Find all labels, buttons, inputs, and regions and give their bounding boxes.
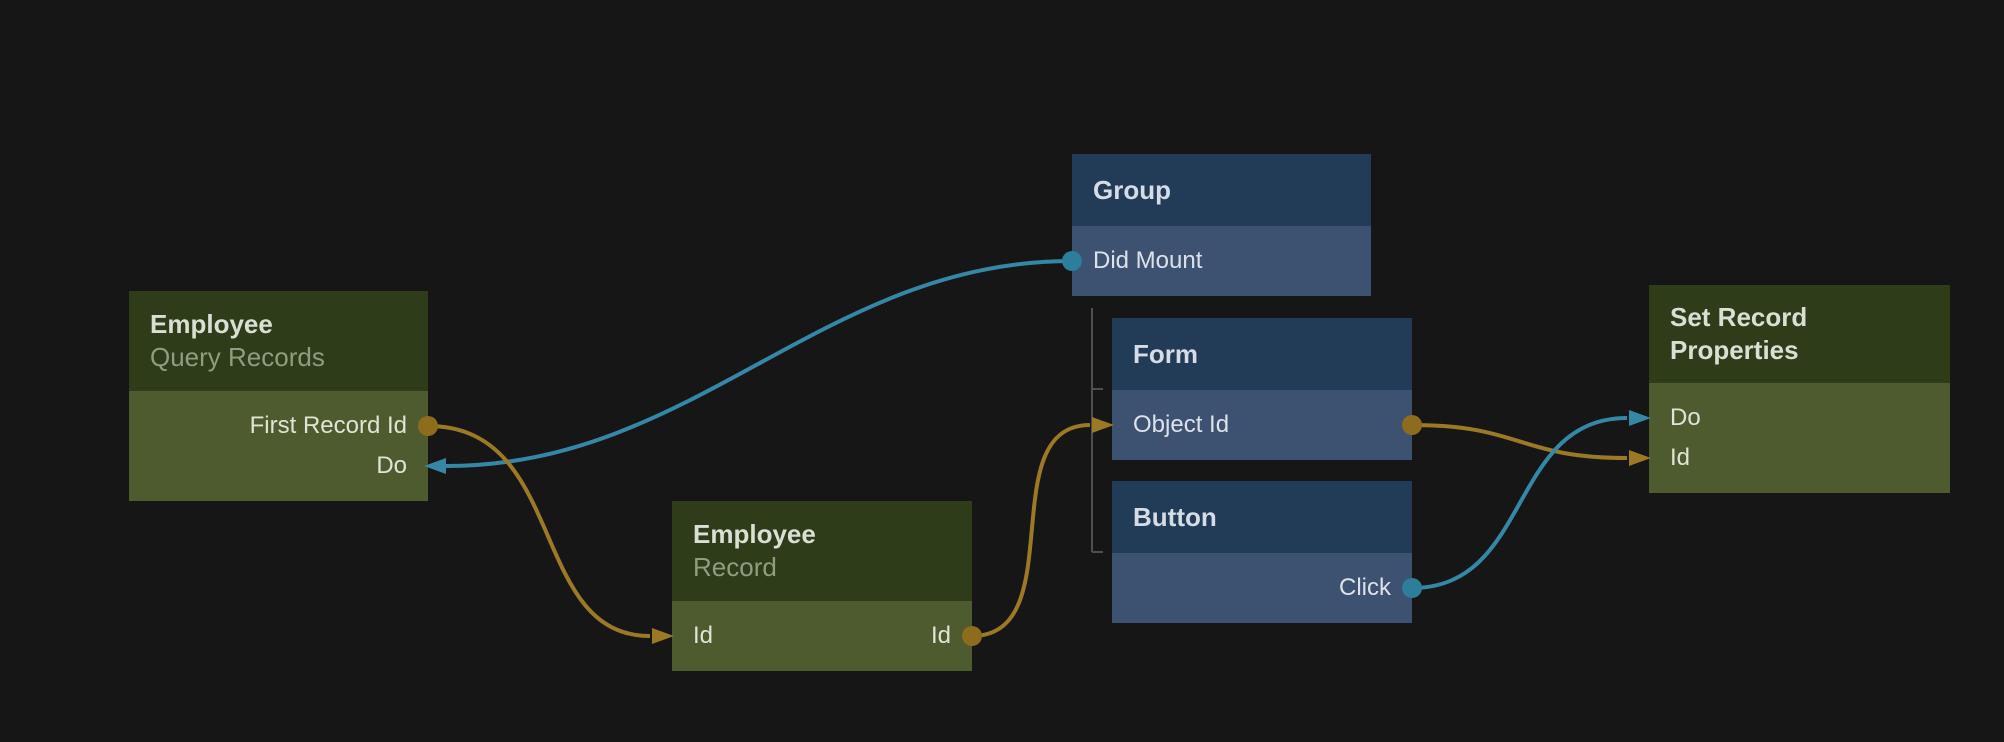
node-body: Did Mount: [1072, 226, 1371, 296]
node-title: Button: [1133, 501, 1217, 532]
node-title: Group: [1093, 174, 1171, 205]
node-header: Form: [1112, 318, 1412, 390]
node-button[interactable]: Button Click: [1112, 481, 1412, 623]
port-didmount-output-dot[interactable]: [1062, 251, 1082, 271]
edge-objectid-to-id[interactable]: [1411, 423, 1628, 460]
port-srp-do-input-arrow-icon[interactable]: [1629, 410, 1651, 426]
port-label: First Record Id: [249, 412, 407, 439]
node-body: Click: [1112, 553, 1412, 623]
port-firstrecordid-output-dot[interactable]: [418, 416, 438, 436]
port-id-input-arrow-icon[interactable]: [652, 628, 674, 644]
node-header: Group: [1072, 154, 1371, 226]
edge-didmount-to-do[interactable]: [445, 259, 1073, 468]
port-row-object-id: Object Id: [1112, 405, 1412, 445]
port-objectid-output-dot[interactable]: [1402, 415, 1422, 435]
port-do-input-arrow-icon[interactable]: [424, 458, 446, 474]
port-label-id-input: Id: [693, 622, 714, 649]
port-srp-id-input-arrow-icon[interactable]: [1629, 450, 1651, 466]
port-label: Id: [1670, 444, 1691, 471]
node-header: Employee Query Records: [129, 291, 428, 391]
node-title: Employee: [150, 309, 273, 339]
edge-click-to-do[interactable]: [1411, 416, 1628, 590]
port-row-click: Click: [1112, 568, 1412, 608]
node-subtitle: Record: [693, 552, 777, 582]
port-label: Object Id: [1133, 411, 1230, 438]
node-subtitle: Query Records: [150, 342, 325, 372]
node-title: Employee: [693, 519, 816, 549]
port-label: Do: [1670, 404, 1701, 431]
port-click-output-dot[interactable]: [1402, 578, 1422, 598]
port-objectid-input-arrow-icon[interactable]: [1092, 417, 1114, 433]
port-row-do: Do: [1649, 398, 1950, 438]
port-row-do: Do: [129, 446, 428, 486]
port-label: Click: [1339, 574, 1391, 601]
port-id-output-dot[interactable]: [962, 626, 982, 646]
port-row-first-record-id: First Record Id: [129, 406, 428, 446]
node-body: Object Id: [1112, 390, 1412, 460]
node-form[interactable]: Form Object Id: [1112, 318, 1412, 460]
port-label: Did Mount: [1093, 247, 1203, 274]
node-body: Do Id: [1649, 383, 1950, 493]
edge-firstrecordid-to-id[interactable]: [427, 424, 651, 638]
port-label-id-output: Id: [930, 622, 951, 649]
node-header: Employee Record: [672, 501, 972, 601]
node-header: Set Record Properties: [1649, 285, 1950, 383]
node-group[interactable]: Group Did Mount: [1072, 154, 1371, 296]
node-employee-query-records[interactable]: Employee Query Records First Record Id D…: [129, 291, 428, 501]
port-label: Do: [376, 452, 407, 479]
node-employee-record[interactable]: Employee Record Id Id: [672, 501, 972, 671]
node-header: Button: [1112, 481, 1412, 553]
port-row-id: Id: [1649, 438, 1950, 478]
node-title: Form: [1133, 338, 1198, 369]
node-title: Set Record Properties: [1670, 302, 1808, 365]
node-body: Id Id: [672, 601, 972, 671]
port-row-id: Id Id: [672, 616, 972, 656]
node-body: First Record Id Do: [129, 391, 428, 501]
port-row-did-mount: Did Mount: [1072, 241, 1371, 281]
edge-id-to-objectid[interactable]: [971, 423, 1091, 638]
node-set-record-properties[interactable]: Set Record Properties Do Id: [1649, 285, 1950, 493]
